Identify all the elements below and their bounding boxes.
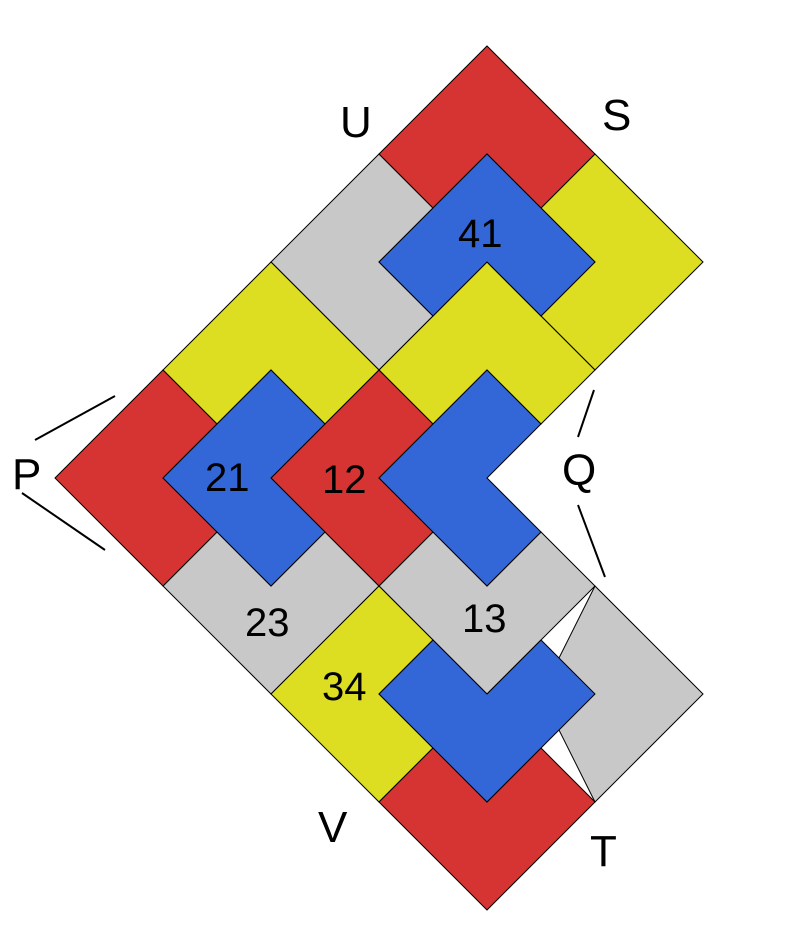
region-label-13: 13 <box>462 597 507 641</box>
vertex-label-t: T <box>590 827 617 876</box>
region-label-21: 21 <box>205 456 250 500</box>
blue-tile-center <box>378 369 542 587</box>
region-labels: 41 21 12 23 13 34 <box>205 212 507 709</box>
region-label-23: 23 <box>245 601 290 645</box>
leader-lines <box>21 389 606 578</box>
leader-line-p-upper <box>34 395 116 441</box>
blue-tile-top <box>378 153 596 317</box>
gray-tile-right <box>540 585 704 803</box>
region-label-34: 34 <box>322 665 367 709</box>
vertex-labels: P Q S T U V <box>12 91 631 876</box>
region-label-41: 41 <box>458 212 503 256</box>
leader-line-q-upper <box>577 389 595 438</box>
leader-line-q-lower <box>577 504 606 578</box>
leader-line-p-lower <box>21 492 106 551</box>
region-label-12: 12 <box>322 458 367 502</box>
tiles-layer <box>54 45 704 911</box>
blue-tile-left <box>162 369 326 587</box>
vertex-label-s: S <box>602 91 631 140</box>
vertex-label-v: V <box>318 803 348 852</box>
vertex-label-q: Q <box>562 446 596 495</box>
blue-tile-bottom <box>378 639 596 803</box>
vertex-label-u: U <box>340 98 372 147</box>
vertex-label-p: P <box>12 450 41 499</box>
